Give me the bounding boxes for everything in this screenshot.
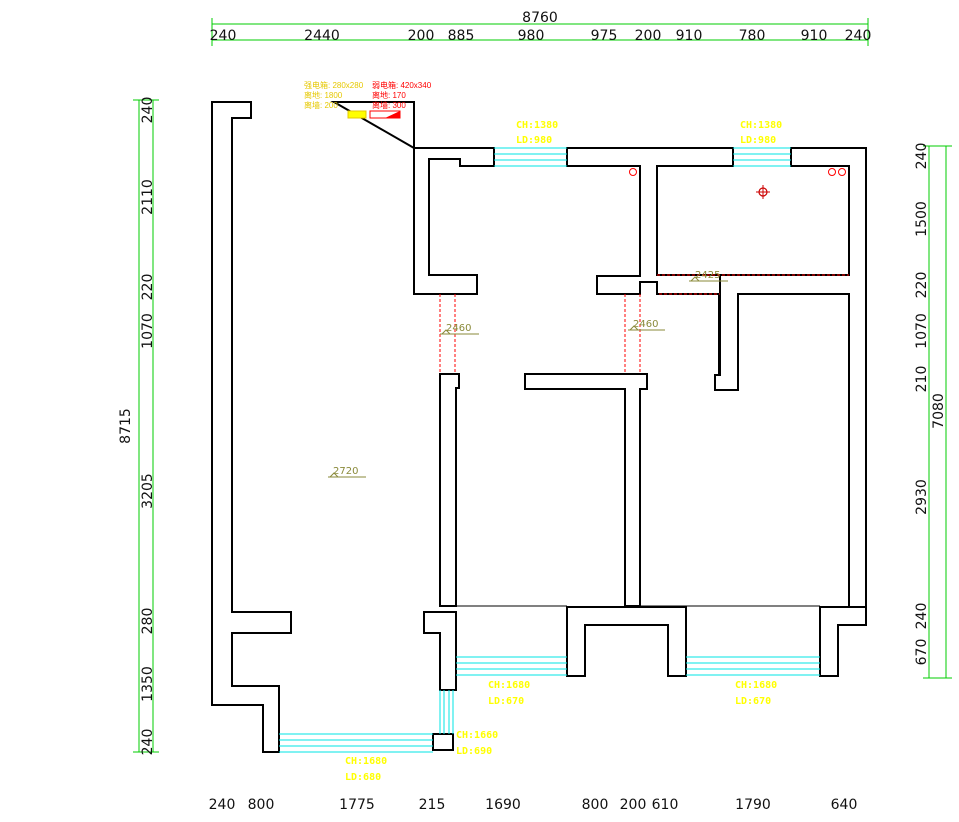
- window-6-ch: CH:1680: [345, 756, 387, 767]
- wall-left-outer: [211, 101, 292, 753]
- bottom-dim-8: 610: [652, 797, 679, 813]
- bottom-dim-3: 1775: [339, 797, 375, 813]
- window-top-right: [733, 147, 791, 167]
- wall-bottom-pier: [432, 733, 454, 751]
- top-dim-6: 975: [591, 28, 618, 44]
- bottom-dim-1: 240: [209, 797, 236, 813]
- right-dim-1: 240: [914, 143, 930, 170]
- top-dim-9: 780: [739, 28, 766, 44]
- window-5-ld: LD:690: [456, 746, 492, 757]
- left-dim-2: 2110: [140, 179, 156, 215]
- window-6-ld: LD:680: [345, 772, 381, 783]
- right-dim-8: 670: [914, 639, 930, 666]
- right-dimensions: 240 1500 220 1070 210 7080 2930 240 670: [914, 143, 947, 666]
- walls: [211, 101, 867, 753]
- top-dim-3: 200: [408, 28, 435, 44]
- window-1-ch: CH:1380: [516, 120, 558, 131]
- top-dim-11: 240: [845, 28, 872, 44]
- top-dim-5: 980: [518, 28, 545, 44]
- window-side-vertical: [439, 690, 454, 734]
- window-5-ch: CH:1660: [456, 730, 498, 741]
- window-top-left: [494, 147, 567, 167]
- strong-box-floor-height: 离地: 1800: [304, 90, 343, 100]
- bottom-dim-6: 800: [582, 797, 609, 813]
- bottom-dim-5: 1690: [485, 797, 521, 813]
- left-dim-4: 1070: [140, 313, 156, 349]
- top-dim-7: 200: [635, 28, 662, 44]
- strong-box-marker: [347, 110, 367, 119]
- wall-bottom-middle: [566, 606, 687, 677]
- weak-box-floor-height: 离地: 170: [372, 90, 406, 100]
- left-dimensions: 8715 240 2110 220 1070 3205 280 1350 240: [118, 97, 156, 756]
- bottom-dimensions: 240 800 1775 215 1690 800 200 610 1790 6…: [209, 797, 858, 813]
- height-tag-bath: 2425: [689, 270, 728, 282]
- top-dimensions: 240 2440 200 885 980 975 200 910 780 910…: [210, 28, 872, 44]
- window-glazing: [279, 147, 820, 753]
- ceiling-height-tags: 2720 2460 2460 2425: [328, 270, 728, 478]
- top-dim-10: 910: [801, 28, 828, 44]
- left-dim-7: 1350: [140, 666, 156, 702]
- ceiling-light-icon: [756, 185, 770, 199]
- window-bottom-right: [686, 656, 820, 676]
- right-total-dimension: 7080: [931, 393, 947, 429]
- strong-box-size: 强电箱: 280x280: [304, 80, 364, 90]
- socket-icon: [838, 168, 846, 176]
- weak-box-wall-distance: 离墙: 300: [372, 100, 406, 110]
- left-dim-5: 3205: [140, 473, 156, 509]
- window-bottom-middle: [456, 656, 567, 676]
- wall-central: [330, 101, 495, 295]
- dimension-lines: [133, 18, 952, 753]
- left-dim-3: 220: [140, 274, 156, 301]
- window-3-ld: LD:670: [488, 696, 524, 707]
- left-total-dimension: 8715: [118, 408, 134, 444]
- window-bottom-left: [279, 733, 433, 753]
- right-dim-6: 2930: [914, 479, 930, 515]
- top-dim-8: 910: [676, 28, 703, 44]
- bottom-dim-7: 200: [620, 797, 647, 813]
- top-total-dimension: 8760: [522, 10, 558, 26]
- right-dim-4: 1070: [914, 313, 930, 349]
- height-tag-corridor-1: 2460: [440, 323, 479, 335]
- right-dim-7: 240: [914, 603, 930, 630]
- bottom-dim-2: 800: [248, 797, 275, 813]
- fixture-symbols: [629, 168, 846, 199]
- right-dim-5: 210: [914, 366, 930, 393]
- wall-mid-left: [439, 373, 460, 607]
- top-dim-2: 2440: [304, 28, 340, 44]
- bottom-dim-4: 215: [419, 797, 446, 813]
- window-4-ch: CH:1680: [735, 680, 777, 691]
- strong-box-wall-distance: 离墙: 200: [304, 100, 338, 110]
- height-tag-corridor-2-text: 2460: [633, 319, 658, 330]
- bottom-dim-9: 1790: [735, 797, 771, 813]
- wall-top-middle: [566, 147, 851, 391]
- window-2-ld: LD:980: [740, 135, 776, 146]
- left-dim-1: 240: [140, 97, 156, 124]
- socket-icon: [629, 168, 637, 176]
- wall-divider-horizontal: [524, 373, 648, 607]
- height-tag-corridor-1-text: 2460: [446, 323, 471, 334]
- window-labels: CH:1380 LD:980 CH:1380 LD:980 CH:1680 LD…: [345, 120, 782, 783]
- height-tag-living: 2720: [328, 466, 366, 478]
- wall-bottom-right: [819, 606, 867, 677]
- bottom-dim-10: 640: [831, 797, 858, 813]
- height-tag-living-text: 2720: [333, 466, 358, 477]
- right-dim-3: 220: [914, 272, 930, 299]
- wall-top-right: [714, 147, 867, 626]
- top-dim-4: 885: [448, 28, 475, 44]
- weak-box-size: 弱电箱: 420x340: [372, 80, 432, 90]
- left-dim-6: 280: [140, 608, 156, 635]
- socket-icon: [828, 168, 836, 176]
- window-2-ch: CH:1380: [740, 120, 782, 131]
- height-tag-bath-text: 2425: [695, 270, 720, 281]
- electrical-annotations: 强电箱: 280x280 离地: 1800 离墙: 200 弱电箱: 420x3…: [304, 80, 432, 119]
- window-4-ld: LD:670: [735, 696, 771, 707]
- window-1-ld: LD:980: [516, 135, 552, 146]
- left-dim-8: 240: [140, 729, 156, 756]
- height-tag-corridor-2: 2460: [628, 319, 665, 331]
- window-3-ch: CH:1680: [488, 680, 530, 691]
- top-dim-1: 240: [210, 28, 237, 44]
- right-dim-2: 1500: [914, 201, 930, 237]
- wall-mid-left-lower: [423, 611, 457, 691]
